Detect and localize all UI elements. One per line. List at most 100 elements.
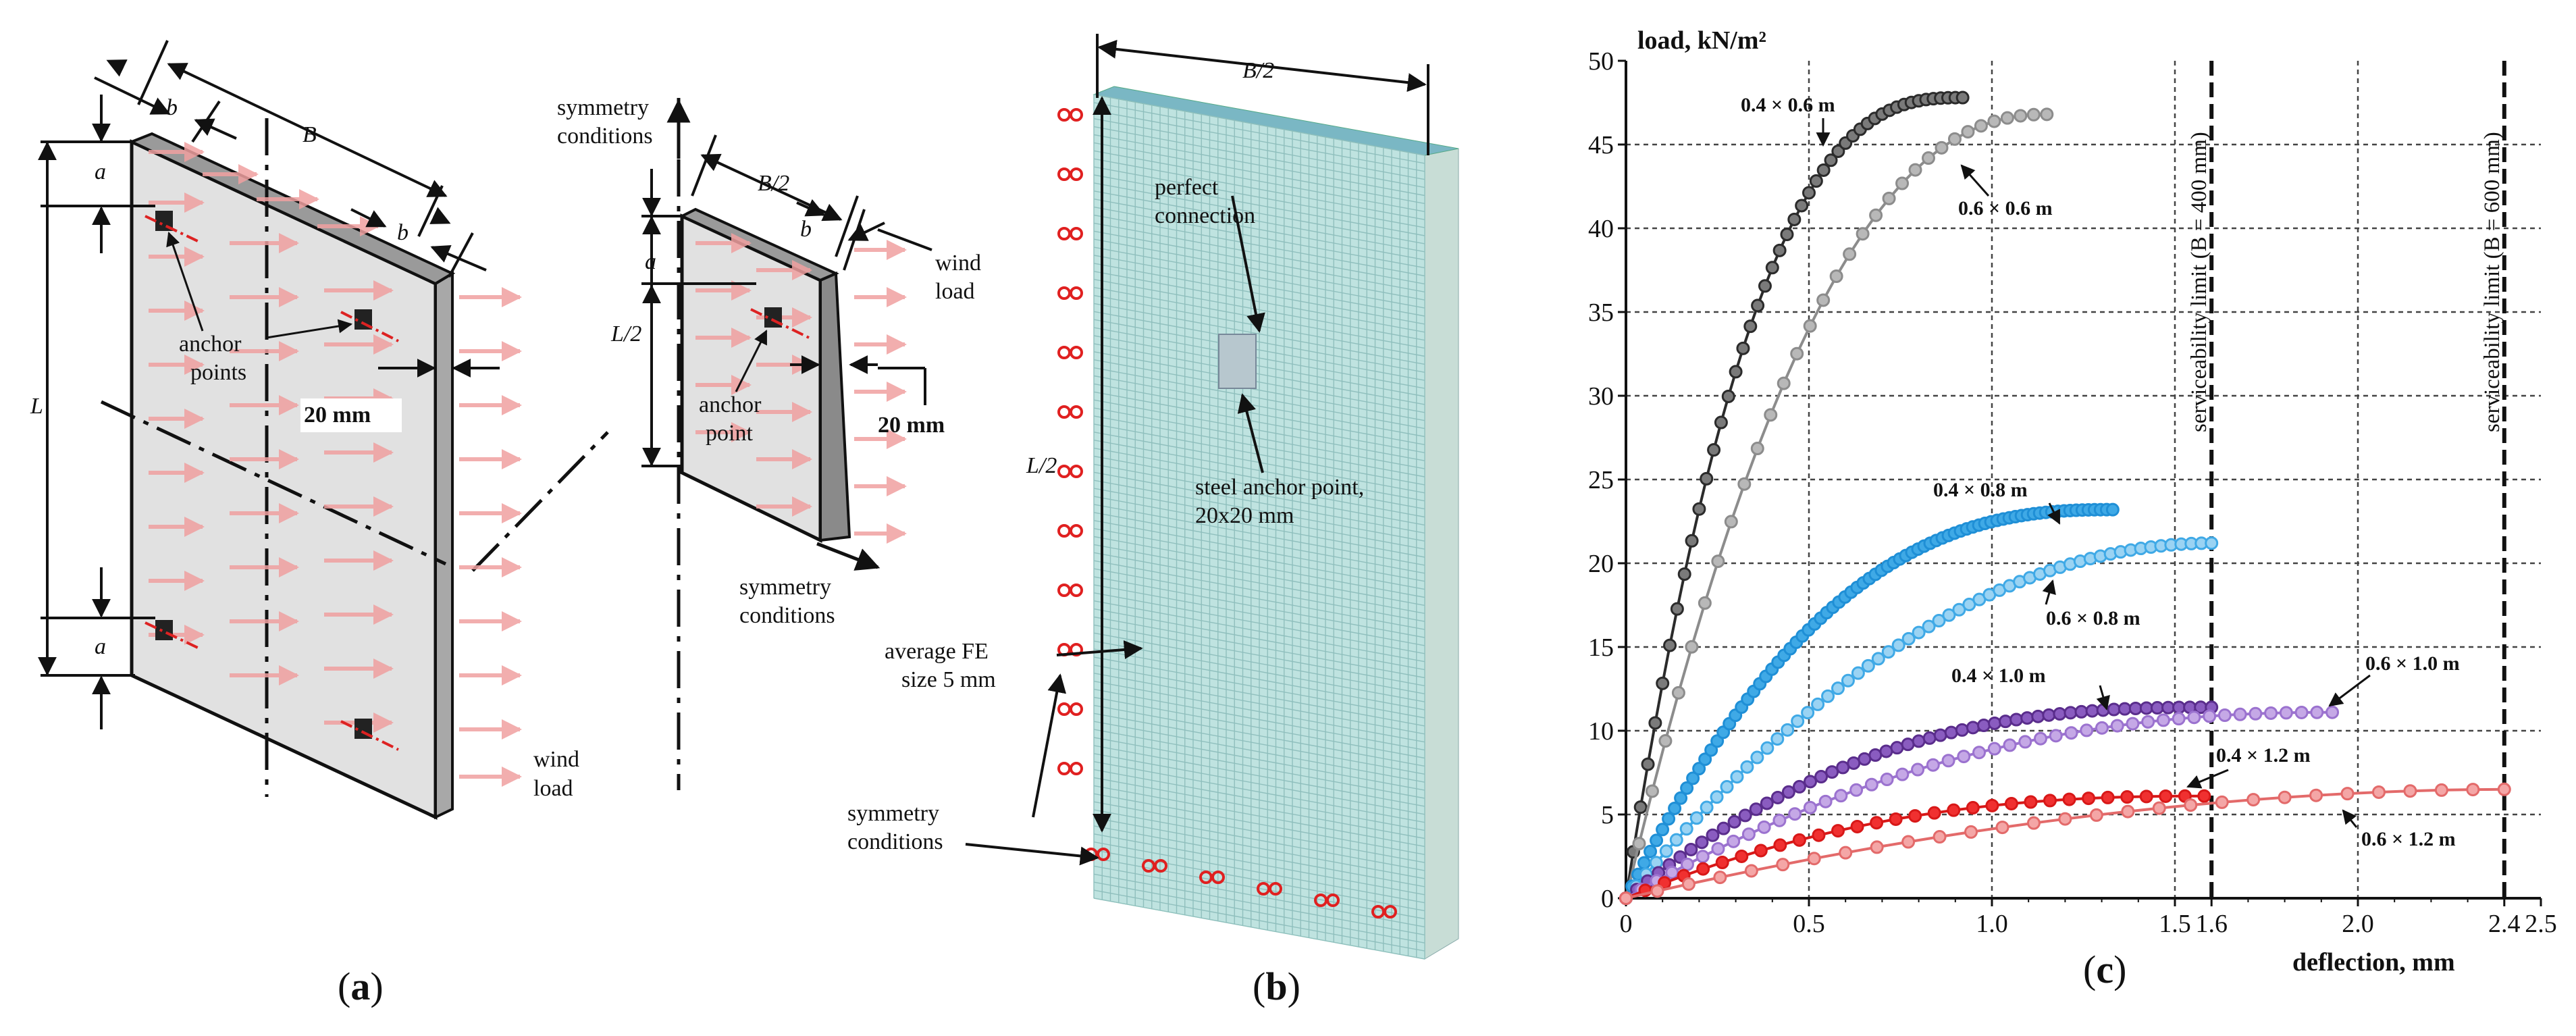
data-point — [1632, 837, 1646, 851]
y-tick-label: 25 — [1588, 466, 1614, 494]
data-point — [1727, 814, 1741, 829]
data-point — [1831, 144, 1845, 158]
data-point — [1839, 846, 1853, 860]
fe-mesh-side — [1424, 148, 1459, 960]
data-point — [1921, 151, 1935, 165]
data-point — [1895, 767, 1910, 781]
y-tick-label: 20 — [1588, 550, 1614, 578]
data-point — [2101, 790, 2115, 804]
data-point — [1807, 852, 1821, 866]
data-point — [1650, 884, 1664, 898]
data-point — [2279, 706, 2293, 720]
anchor-points-label-2: points — [190, 360, 246, 385]
data-point — [1684, 842, 1698, 856]
data-point — [2074, 704, 2088, 719]
data-point — [2403, 784, 2417, 798]
data-point — [2156, 713, 2170, 727]
data-point — [1727, 834, 1741, 848]
data-point — [1803, 319, 1817, 333]
series-label-arrow — [2186, 769, 2229, 789]
x-tick-label: 0 — [1620, 910, 1633, 938]
data-point — [1987, 742, 2001, 756]
data-point — [1671, 685, 1685, 700]
serviceability-label: serviceability limit (B = 600 mm) — [2480, 132, 2504, 432]
data-point — [1710, 790, 1724, 804]
symmetry-bottom-2: conditions — [739, 603, 835, 628]
data-point — [1790, 346, 1804, 361]
data-point — [2325, 705, 2340, 719]
data-point — [1933, 728, 1947, 742]
data-point — [1861, 658, 1875, 673]
data-point — [1890, 741, 1904, 755]
panel-c-label: (c) — [2083, 948, 2126, 991]
series-label: 0.6 × 1.2 m — [2361, 828, 2456, 850]
data-point — [2085, 704, 2099, 718]
data-point — [1698, 596, 1712, 610]
data-point — [1818, 794, 1833, 808]
thickness-a2: 20 mm — [878, 413, 945, 438]
symmetry-bottom-1: symmetry — [739, 575, 831, 600]
data-point — [2434, 783, 2448, 797]
data-point — [1658, 734, 1673, 748]
dimension-lines-a — [38, 40, 500, 729]
data-point — [1834, 789, 1848, 803]
y-tick-label: 50 — [1588, 47, 1614, 76]
data-point — [1843, 247, 1857, 261]
data-point — [1911, 762, 1925, 777]
data-point — [1811, 697, 1825, 711]
x-tick-label: 2.4 — [2488, 910, 2521, 938]
data-point — [1966, 801, 1980, 815]
data-point — [2184, 798, 2198, 812]
data-point — [1677, 567, 1691, 581]
data-point — [2118, 702, 2132, 716]
x-tick-label: 2.5 — [2525, 910, 2557, 938]
data-point — [1689, 811, 1704, 825]
data-point — [1645, 784, 1659, 798]
data-point — [1912, 734, 1926, 748]
series-label: 0.4 × 0.6 m — [1741, 94, 1835, 116]
data-point — [2309, 788, 2323, 802]
half-B-a: B/2 — [758, 171, 789, 196]
data-point — [1637, 856, 1652, 870]
dim-b-right: b — [397, 220, 409, 245]
data-point — [2042, 708, 2056, 722]
data-point — [1831, 824, 1845, 838]
x-tick-label: 1.6 — [2195, 910, 2228, 938]
series-label-arrow — [2342, 809, 2358, 828]
data-point — [1922, 619, 1936, 633]
data-point — [2089, 808, 2103, 822]
y-tick-label: 45 — [1588, 131, 1614, 159]
data-point — [1665, 865, 1679, 879]
panel-b-label: (b) — [1253, 964, 1300, 1008]
data-point — [1716, 821, 1731, 835]
data-point — [1816, 293, 1831, 307]
data-point — [1772, 813, 1787, 827]
data-point — [1901, 835, 1916, 849]
dim-B: B — [303, 122, 317, 147]
data-point — [1773, 838, 1787, 852]
data-point — [1781, 785, 1795, 799]
data-point — [1685, 534, 1699, 548]
x-tick-label: 1.0 — [1976, 910, 2008, 938]
data-point — [1679, 822, 1693, 836]
data-point — [1858, 752, 1872, 766]
data-point — [1976, 719, 1991, 733]
data-point — [2107, 702, 2121, 717]
data-point — [1680, 781, 1694, 795]
data-point — [2205, 536, 2219, 550]
series-label: 0.4 × 1.0 m — [1951, 665, 2046, 687]
perfect-connection-1: perfect — [1155, 175, 1219, 200]
data-point — [1891, 638, 1905, 652]
data-point — [2003, 738, 2017, 752]
data-point — [1764, 408, 1778, 422]
data-point — [1856, 227, 1870, 241]
data-point — [1972, 746, 1987, 760]
half-L-a: L/2 — [610, 321, 641, 346]
steel-anchor-block — [1218, 334, 1257, 389]
data-point — [1791, 714, 1805, 728]
data-point — [2246, 793, 2261, 807]
data-point — [1871, 652, 1885, 666]
x-tick-label: 0.5 — [1793, 910, 1825, 938]
data-point — [1847, 756, 1861, 770]
